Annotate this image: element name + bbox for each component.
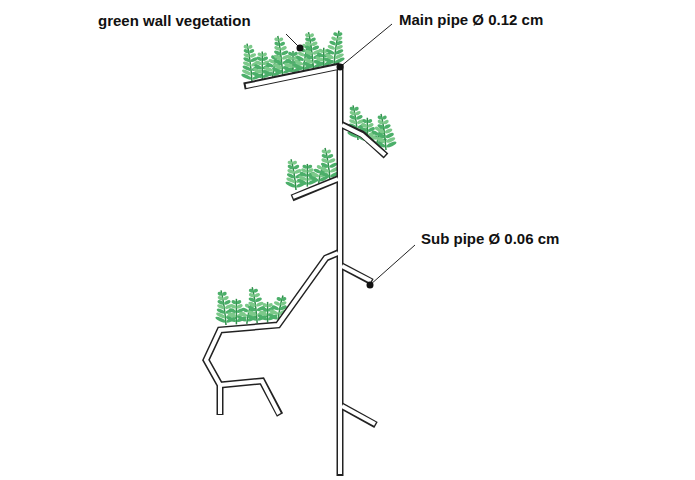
pipe-inner xyxy=(206,66,385,474)
pipe-outline xyxy=(206,64,386,476)
leader-lines xyxy=(286,24,415,285)
leader-dots xyxy=(297,45,374,289)
callout-label: Main pipe Ø 0.12 cm xyxy=(398,11,544,29)
callout-label: Sub pipe Ø 0.06 cm xyxy=(420,230,560,248)
callout-label: green wall vegetation xyxy=(97,12,252,30)
